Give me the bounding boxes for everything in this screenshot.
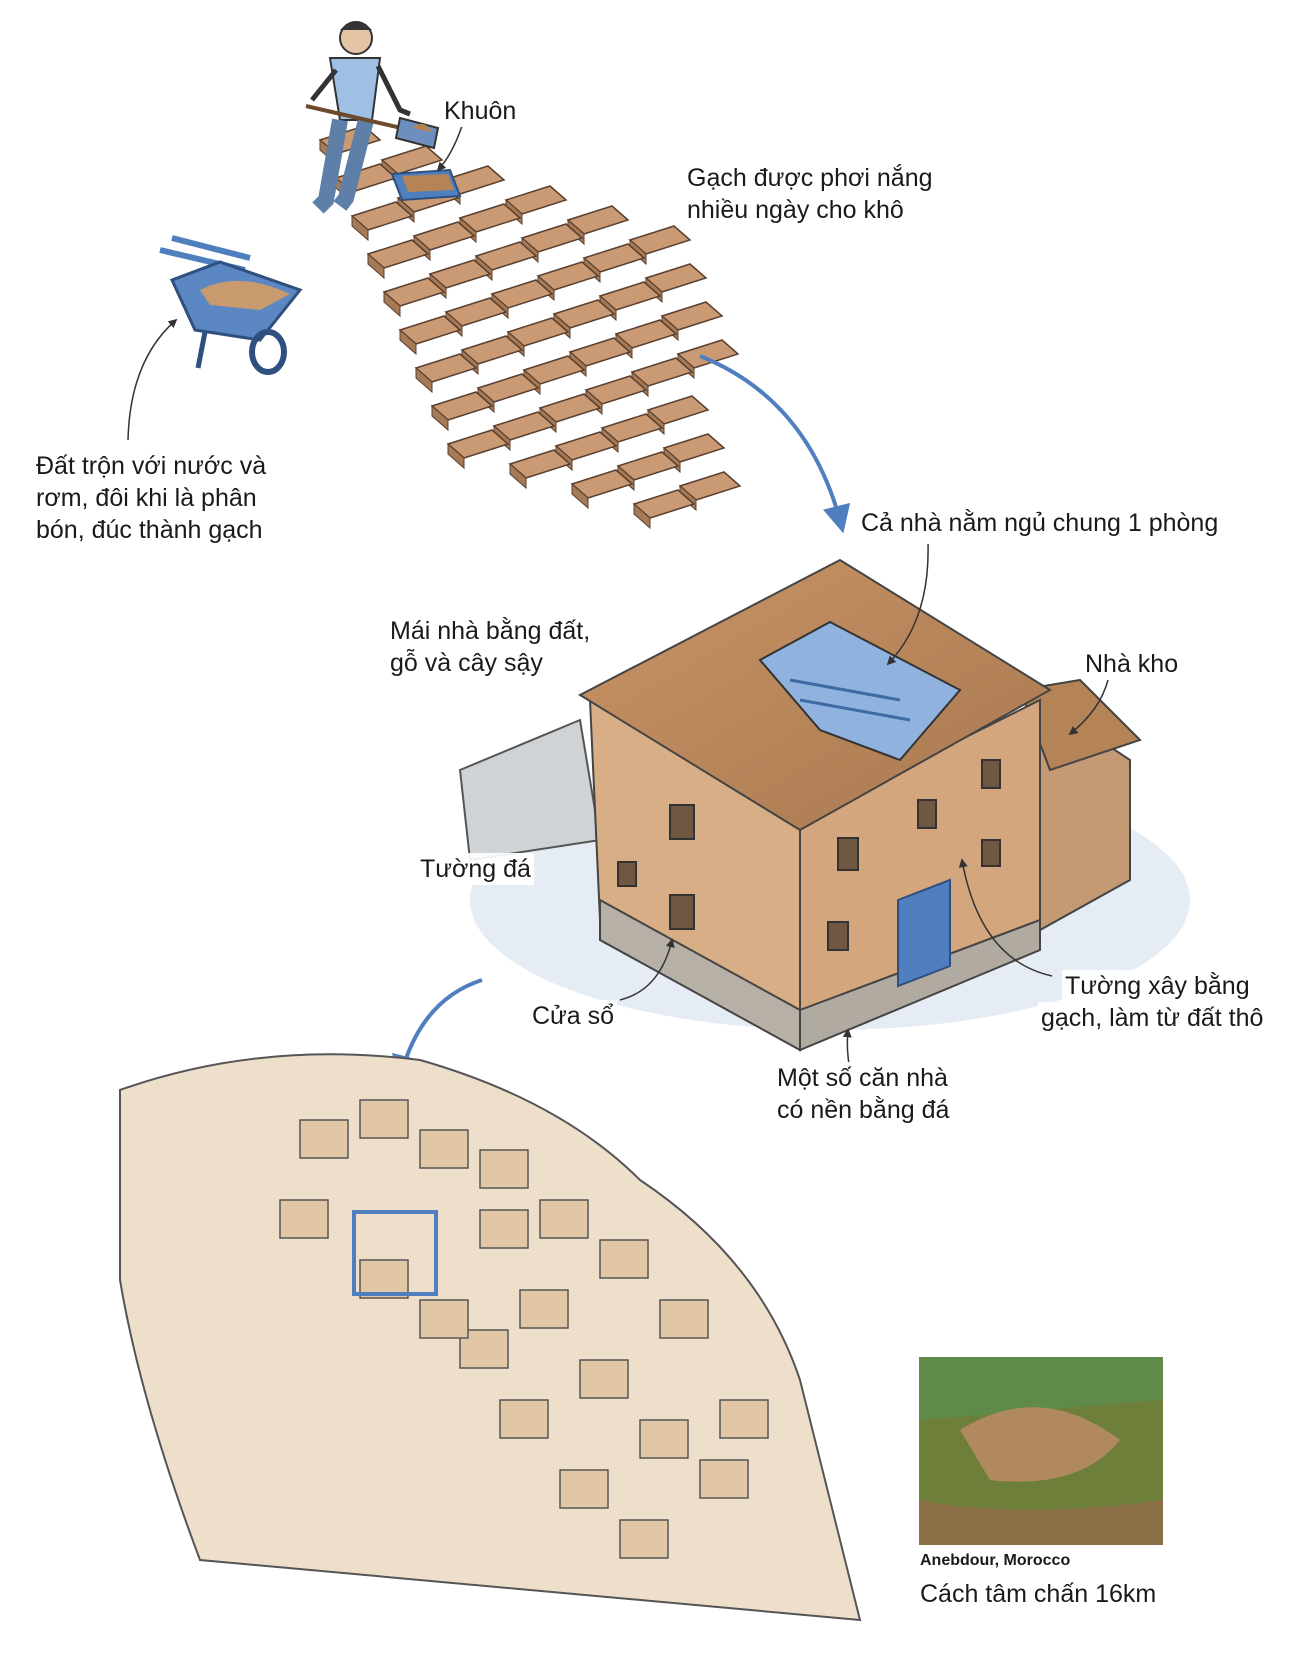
village-house	[359, 1259, 409, 1299]
label-window: Cửa sổ	[529, 1000, 618, 1032]
highlight-box	[352, 1210, 438, 1296]
mold	[390, 168, 462, 202]
wheelbarrow	[159, 235, 303, 375]
village-house	[619, 1519, 669, 1559]
brick-side	[351, 214, 369, 242]
label-mix-1: Đất trộn với nước và	[33, 450, 270, 482]
village-house	[699, 1459, 749, 1499]
label-roof-2: gỗ và cây sậy	[387, 647, 546, 679]
brick-side	[447, 442, 465, 470]
label-roof-1: Mái nhà bằng đất,	[387, 615, 594, 647]
brick-side	[415, 366, 433, 394]
village-house	[419, 1299, 469, 1339]
brick-side	[571, 482, 589, 510]
village-house	[599, 1239, 649, 1279]
village-house	[419, 1129, 469, 1169]
brick-side	[509, 462, 527, 490]
label-sun-drying-2: nhiều ngày cho khô	[684, 194, 907, 226]
village-house	[479, 1209, 529, 1249]
label-stone-wall: Tường đá	[417, 853, 534, 885]
photo-location: Anebdour, Morocco	[920, 1552, 1071, 1569]
location-photo	[919, 1357, 1163, 1545]
village-house	[719, 1399, 769, 1439]
label-mix-2: rơm, đôi khi là phân	[33, 482, 260, 514]
worker-figure	[305, 21, 440, 214]
brick-side	[367, 252, 385, 280]
label-storehouse: Nhà kho	[1082, 648, 1182, 680]
brick-side	[633, 502, 651, 530]
village-house	[559, 1469, 609, 1509]
village-house	[299, 1119, 349, 1159]
village-sketch	[119, 1053, 862, 1622]
village-house	[639, 1419, 689, 1459]
village-house	[539, 1199, 589, 1239]
label-stone-floor-2: có nền bằng đá	[774, 1094, 953, 1126]
label-sun-drying-1: Gạch được phơi nắng	[684, 162, 936, 194]
label-stone-floor-1: Một số căn nhà	[774, 1062, 951, 1094]
village-house	[579, 1359, 629, 1399]
village-house	[659, 1299, 709, 1339]
label-mold: Khuôn	[441, 95, 520, 127]
label-mix-3: bón, đúc thành gạch	[33, 514, 266, 546]
village-house	[279, 1199, 329, 1239]
label-brick-wall-2: gạch, làm từ đất thô	[1038, 1002, 1267, 1034]
brick-field	[318, 125, 742, 530]
brick-side	[399, 328, 417, 356]
brick-side	[383, 290, 401, 318]
label-brick-wall-1: Tường xây bằng	[1062, 970, 1253, 1002]
photo-distance: Cách tâm chấn 16km	[920, 1580, 1157, 1608]
village-house	[499, 1399, 549, 1439]
village-house	[479, 1149, 529, 1189]
village-house	[519, 1289, 569, 1329]
brick-side	[431, 404, 449, 432]
village-house	[359, 1099, 409, 1139]
label-family-room: Cả nhà nằm ngủ chung 1 phòng	[858, 507, 1222, 539]
